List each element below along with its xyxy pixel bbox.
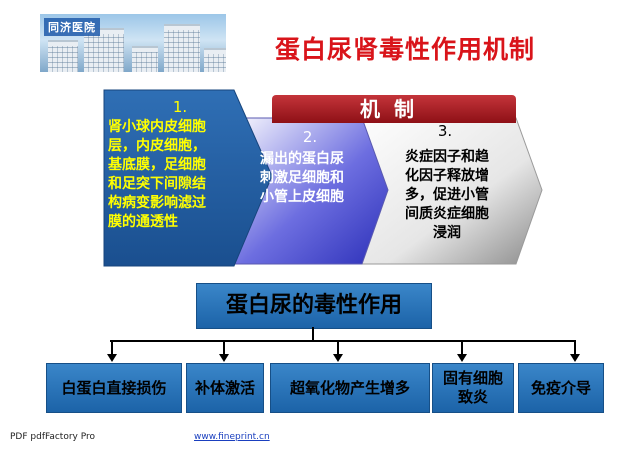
leaf4-arrow-icon — [457, 354, 467, 362]
mechanism-label: 机制 — [360, 97, 428, 121]
leaf1-connector — [111, 340, 113, 354]
leaf4-connector — [461, 340, 463, 354]
leaf-immune-mediated: 免疫介导 — [518, 363, 604, 413]
branch-line — [110, 340, 576, 342]
step1-text: 肾小球内皮细胞 层，内皮细胞， 基底膜，足细胞 和足突下间隙结 构病变影响滤过 … — [108, 119, 206, 230]
leaf2-arrow-icon — [219, 354, 229, 362]
step1-chevron — [103, 89, 273, 267]
leaf5-connector — [574, 340, 576, 354]
step1-number: 1. — [172, 98, 188, 116]
footer-link[interactable]: www.fineprint.cn — [194, 432, 270, 442]
leaf3-connector — [337, 340, 339, 354]
hospital-logo: 同济医院 — [44, 18, 100, 36]
leaf-intrinsic-cells: 固有细胞 致炎 — [432, 363, 514, 413]
page-title: 蛋白尿肾毒性作用机制 — [274, 35, 535, 64]
leaf1-arrow-icon — [107, 354, 117, 362]
leaf5-arrow-icon — [570, 354, 580, 362]
leaf3-arrow-icon — [333, 354, 343, 362]
step2-number: 2. — [302, 128, 318, 146]
leaf-superoxide: 超氧化物产生增多 — [270, 363, 430, 413]
hospital-banner-image: 同济医院 — [40, 14, 226, 72]
toxicity-root-box: 蛋白尿的毒性作用 — [196, 283, 432, 329]
mechanism-header-bar — [272, 95, 516, 123]
leaf-complement-activation: 补体激活 — [186, 363, 264, 413]
leaf2-connector — [223, 340, 225, 354]
footer-pdf-label: PDF pdfFactory Pro — [10, 432, 96, 442]
mechanism-chevrons — [103, 89, 543, 267]
leaf-direct-damage: 白蛋白直接损伤 — [46, 363, 182, 413]
step3-text: 炎症因子和趋 化因子释放增 多，促进小管 间质炎症细胞 浸润 — [405, 149, 489, 241]
root-connector — [312, 327, 314, 341]
step2-text: 漏出的蛋白尿 刺激足细胞和 小管上皮细胞 — [260, 151, 344, 205]
step3-number: 3. — [437, 122, 453, 140]
